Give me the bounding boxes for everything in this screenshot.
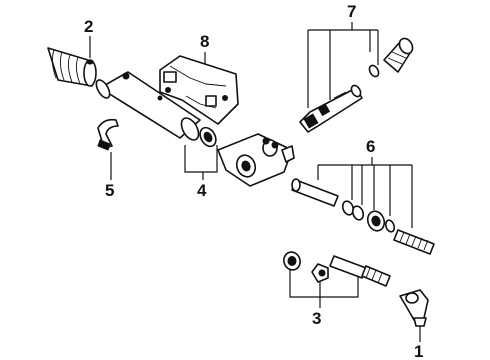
callout-2: 2 (84, 17, 93, 36)
callout-7: 7 (347, 2, 356, 21)
callout-5: 5 (105, 181, 114, 200)
part-6-rack-components (291, 178, 435, 255)
part-2-bellows-boot (47, 47, 97, 87)
callout-4: 4 (197, 181, 207, 200)
part-1-tie-rod-end (399, 289, 429, 327)
part-7-pinion-assembly (299, 37, 414, 133)
rack-housing-tube (95, 71, 201, 141)
part-3-tie-rod-parts (283, 251, 391, 287)
callout-8: 8 (200, 32, 209, 51)
part-5-clamp (97, 118, 119, 151)
part-4-bushings (199, 126, 217, 148)
callout-6: 6 (366, 137, 375, 156)
gear-valve-housing (217, 133, 295, 187)
callout-1: 1 (414, 342, 423, 360)
part-8-mounting-bracket (159, 55, 239, 125)
callout-3: 3 (312, 309, 321, 328)
